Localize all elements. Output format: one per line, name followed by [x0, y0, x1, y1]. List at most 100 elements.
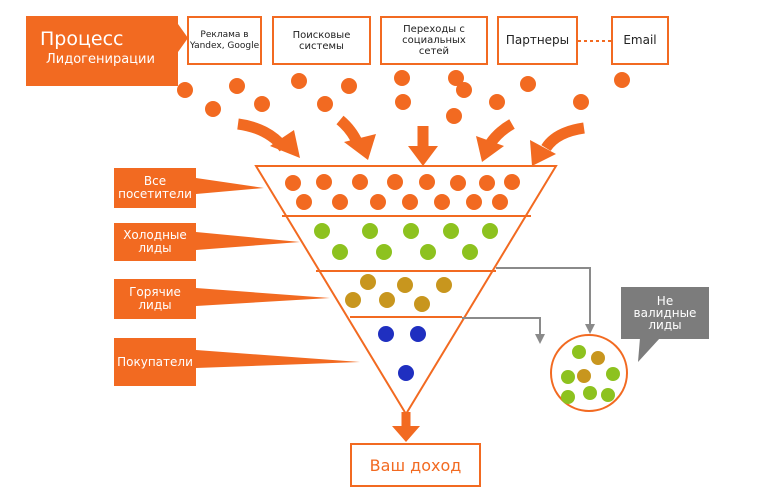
- visitor-dot: [316, 174, 332, 190]
- source-box-partners: Партнеры: [497, 16, 578, 65]
- visitor-dot: [352, 174, 368, 190]
- process-title-pointer: [178, 24, 188, 52]
- invalid-lead-dot: [601, 388, 615, 402]
- invalid-leads-label: Не валидные лиды: [633, 294, 697, 332]
- customer-dot: [378, 326, 394, 342]
- visitor-dot: [370, 194, 386, 210]
- visitor-dot: [479, 175, 495, 191]
- stage-pointer: [196, 350, 360, 368]
- incoming-visitor-dot: [341, 78, 357, 94]
- dots-layer: [177, 70, 630, 404]
- incoming-visitor-dot: [446, 108, 462, 124]
- visitor-dot: [466, 194, 482, 210]
- invalid-bubble-tail: [638, 338, 660, 362]
- stage-hot-leads: Горячие лиды: [114, 279, 196, 319]
- incoming-visitor-dot: [489, 94, 505, 110]
- incoming-visitor-dot: [177, 82, 193, 98]
- process-title: Процесс Лидогенирации: [26, 16, 178, 86]
- entry-arrow-head: [270, 130, 300, 158]
- customer-dot: [410, 326, 426, 342]
- cold-lead-dot: [420, 244, 436, 260]
- invalid-lead-dot: [577, 369, 591, 383]
- incoming-visitor-dot: [614, 72, 630, 88]
- source-label-social: Переходы с социальных сетей: [402, 24, 466, 57]
- visitor-dot: [296, 194, 312, 210]
- invalid-connector: [496, 267, 591, 326]
- cold-lead-dot: [376, 244, 392, 260]
- invalid-leads-label-box: Не валидные лиды: [621, 287, 709, 339]
- incoming-visitor-dot: [291, 73, 307, 89]
- incoming-visitor-dot: [229, 78, 245, 94]
- visitor-dot: [387, 174, 403, 190]
- invalid-lead-dot: [572, 345, 586, 359]
- hot-lead-dot: [379, 292, 395, 308]
- cold-lead-dot: [482, 223, 498, 239]
- entry-arrow-head: [344, 134, 376, 160]
- incoming-visitor-dot: [254, 96, 270, 112]
- invalid-lead-dot: [561, 370, 575, 384]
- incoming-visitor-dot: [448, 70, 464, 86]
- customer-dot: [398, 365, 414, 381]
- entry-arrow-head: [530, 140, 556, 166]
- hot-lead-dot: [397, 277, 413, 293]
- entry-arrow-head: [476, 136, 504, 162]
- invalid-connector: [462, 317, 541, 336]
- incoming-visitor-dot: [205, 101, 221, 117]
- visitor-dot: [419, 174, 435, 190]
- cold-lead-dot: [362, 223, 378, 239]
- cold-lead-dot: [332, 244, 348, 260]
- source-box-search: Поисковые системы: [272, 16, 371, 65]
- hot-lead-dot: [436, 277, 452, 293]
- stage-pointer: [196, 288, 330, 306]
- stage-pointer: [196, 178, 264, 194]
- invalid-lead-dot: [606, 367, 620, 381]
- incoming-visitor-dot: [573, 94, 589, 110]
- stage-label-hot-leads: Горячие лиды: [129, 285, 181, 312]
- hot-lead-dot: [345, 292, 361, 308]
- hot-lead-dot: [414, 296, 430, 312]
- invalid-lead-dot: [583, 386, 597, 400]
- invalid-connector-head: [535, 334, 545, 344]
- visitor-dot: [285, 175, 301, 191]
- visitor-dot: [450, 175, 466, 191]
- visitor-dot: [402, 194, 418, 210]
- visitor-dot: [332, 194, 348, 210]
- entry-arrow-head: [408, 146, 438, 166]
- stage-cold-leads: Холодные лиды: [114, 223, 196, 261]
- cold-lead-dot: [443, 223, 459, 239]
- source-box-email: Email: [611, 16, 669, 65]
- result-label: Ваш доход: [369, 455, 462, 475]
- visitor-dot: [434, 194, 450, 210]
- cold-lead-dot: [314, 223, 330, 239]
- output-arrow-head: [392, 426, 420, 442]
- invalid-connector-head: [585, 324, 595, 334]
- process-title-line2: Лидогенирации: [46, 52, 155, 67]
- invalid-lead-dot: [591, 351, 605, 365]
- source-box-social: Переходы с социальных сетей: [380, 16, 488, 65]
- source-label-partners: Партнеры: [505, 33, 570, 47]
- process-title-line1: Процесс: [40, 28, 124, 50]
- result-box: Ваш доход: [350, 443, 481, 487]
- source-label-search: Поисковые системы: [292, 29, 351, 52]
- stage-all-visitors: Все посетители: [114, 168, 196, 208]
- stage-label-cold-leads: Холодные лиды: [123, 228, 187, 255]
- stage-customers: Покупатели: [114, 338, 196, 386]
- stage-label-customers: Покупатели: [117, 354, 193, 369]
- incoming-visitor-dot: [317, 96, 333, 112]
- visitor-dot: [492, 194, 508, 210]
- entry-arrow: [485, 119, 515, 148]
- hot-lead-dot: [360, 274, 376, 290]
- entry-arrow: [541, 122, 585, 152]
- incoming-visitor-dot: [456, 82, 472, 98]
- cold-lead-dot: [403, 223, 419, 239]
- visitor-dot: [504, 174, 520, 190]
- cold-lead-dot: [462, 244, 478, 260]
- incoming-visitor-dot: [520, 76, 536, 92]
- source-label-email: Email: [623, 33, 657, 47]
- incoming-visitor-dot: [395, 94, 411, 110]
- incoming-visitor-dot: [394, 70, 410, 86]
- stage-pointer: [196, 232, 300, 250]
- source-label-ads: Реклама в Yandex, Google: [189, 29, 260, 51]
- stage-label-all-visitors: Все посетители: [118, 174, 192, 201]
